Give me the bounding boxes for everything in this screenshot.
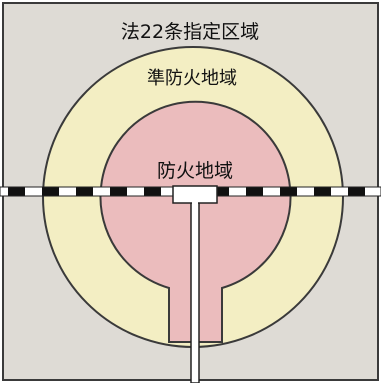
fire-zone-label: 防火地域	[157, 160, 233, 182]
road-vertical	[190, 195, 200, 383]
article22-zone-label: 法22条指定区域	[121, 21, 259, 43]
quasi-fire-zone-label: 準防火地域	[147, 68, 237, 89]
